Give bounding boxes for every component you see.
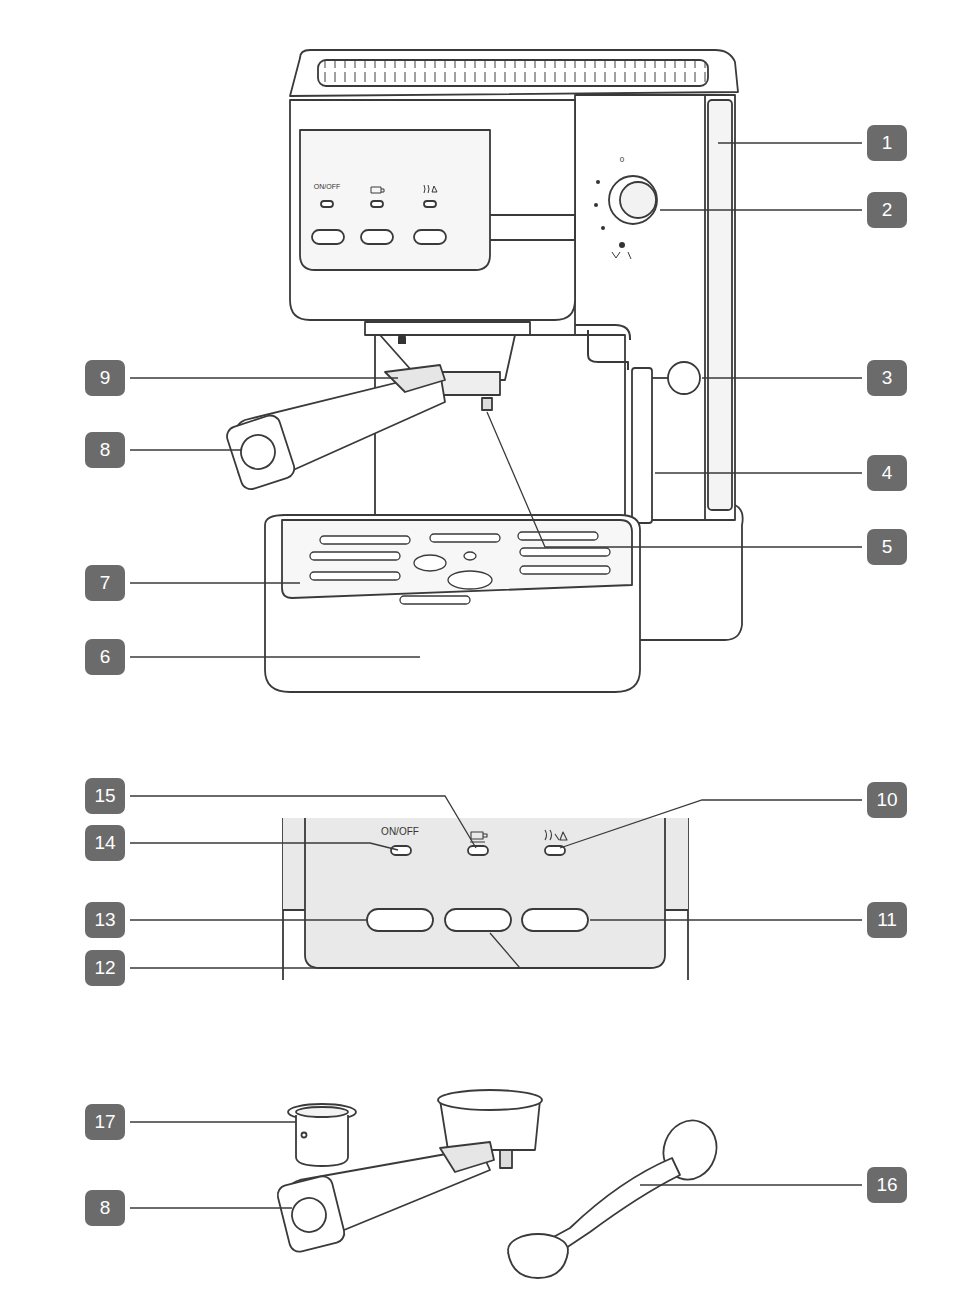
callout-number: 4 — [867, 455, 907, 491]
callout-number: 1 — [867, 125, 907, 161]
callout-number: 14 — [85, 825, 125, 861]
callout-number: 15 — [85, 778, 125, 814]
callout-number: 12 — [85, 950, 125, 986]
callout-number: 9 — [85, 360, 125, 396]
callout-number: 11 — [867, 902, 907, 938]
callout-number: 8 — [85, 432, 125, 468]
callout-number: 7 — [85, 565, 125, 601]
callout-number: 13 — [85, 902, 125, 938]
panel-print: ON/OFF — [381, 827, 419, 837]
panel-print: 0 — [620, 156, 624, 164]
panel-print: ON/OFF — [314, 183, 340, 190]
callout-number: 17 — [85, 1104, 125, 1140]
callout-number: 10 — [867, 782, 907, 818]
callout-number: 5 — [867, 529, 907, 565]
callout-number: 8 — [85, 1190, 125, 1226]
callout-number: 6 — [85, 639, 125, 675]
callout-number: 3 — [867, 360, 907, 396]
callout-number: 2 — [867, 192, 907, 228]
callout-number: 16 — [867, 1167, 907, 1203]
